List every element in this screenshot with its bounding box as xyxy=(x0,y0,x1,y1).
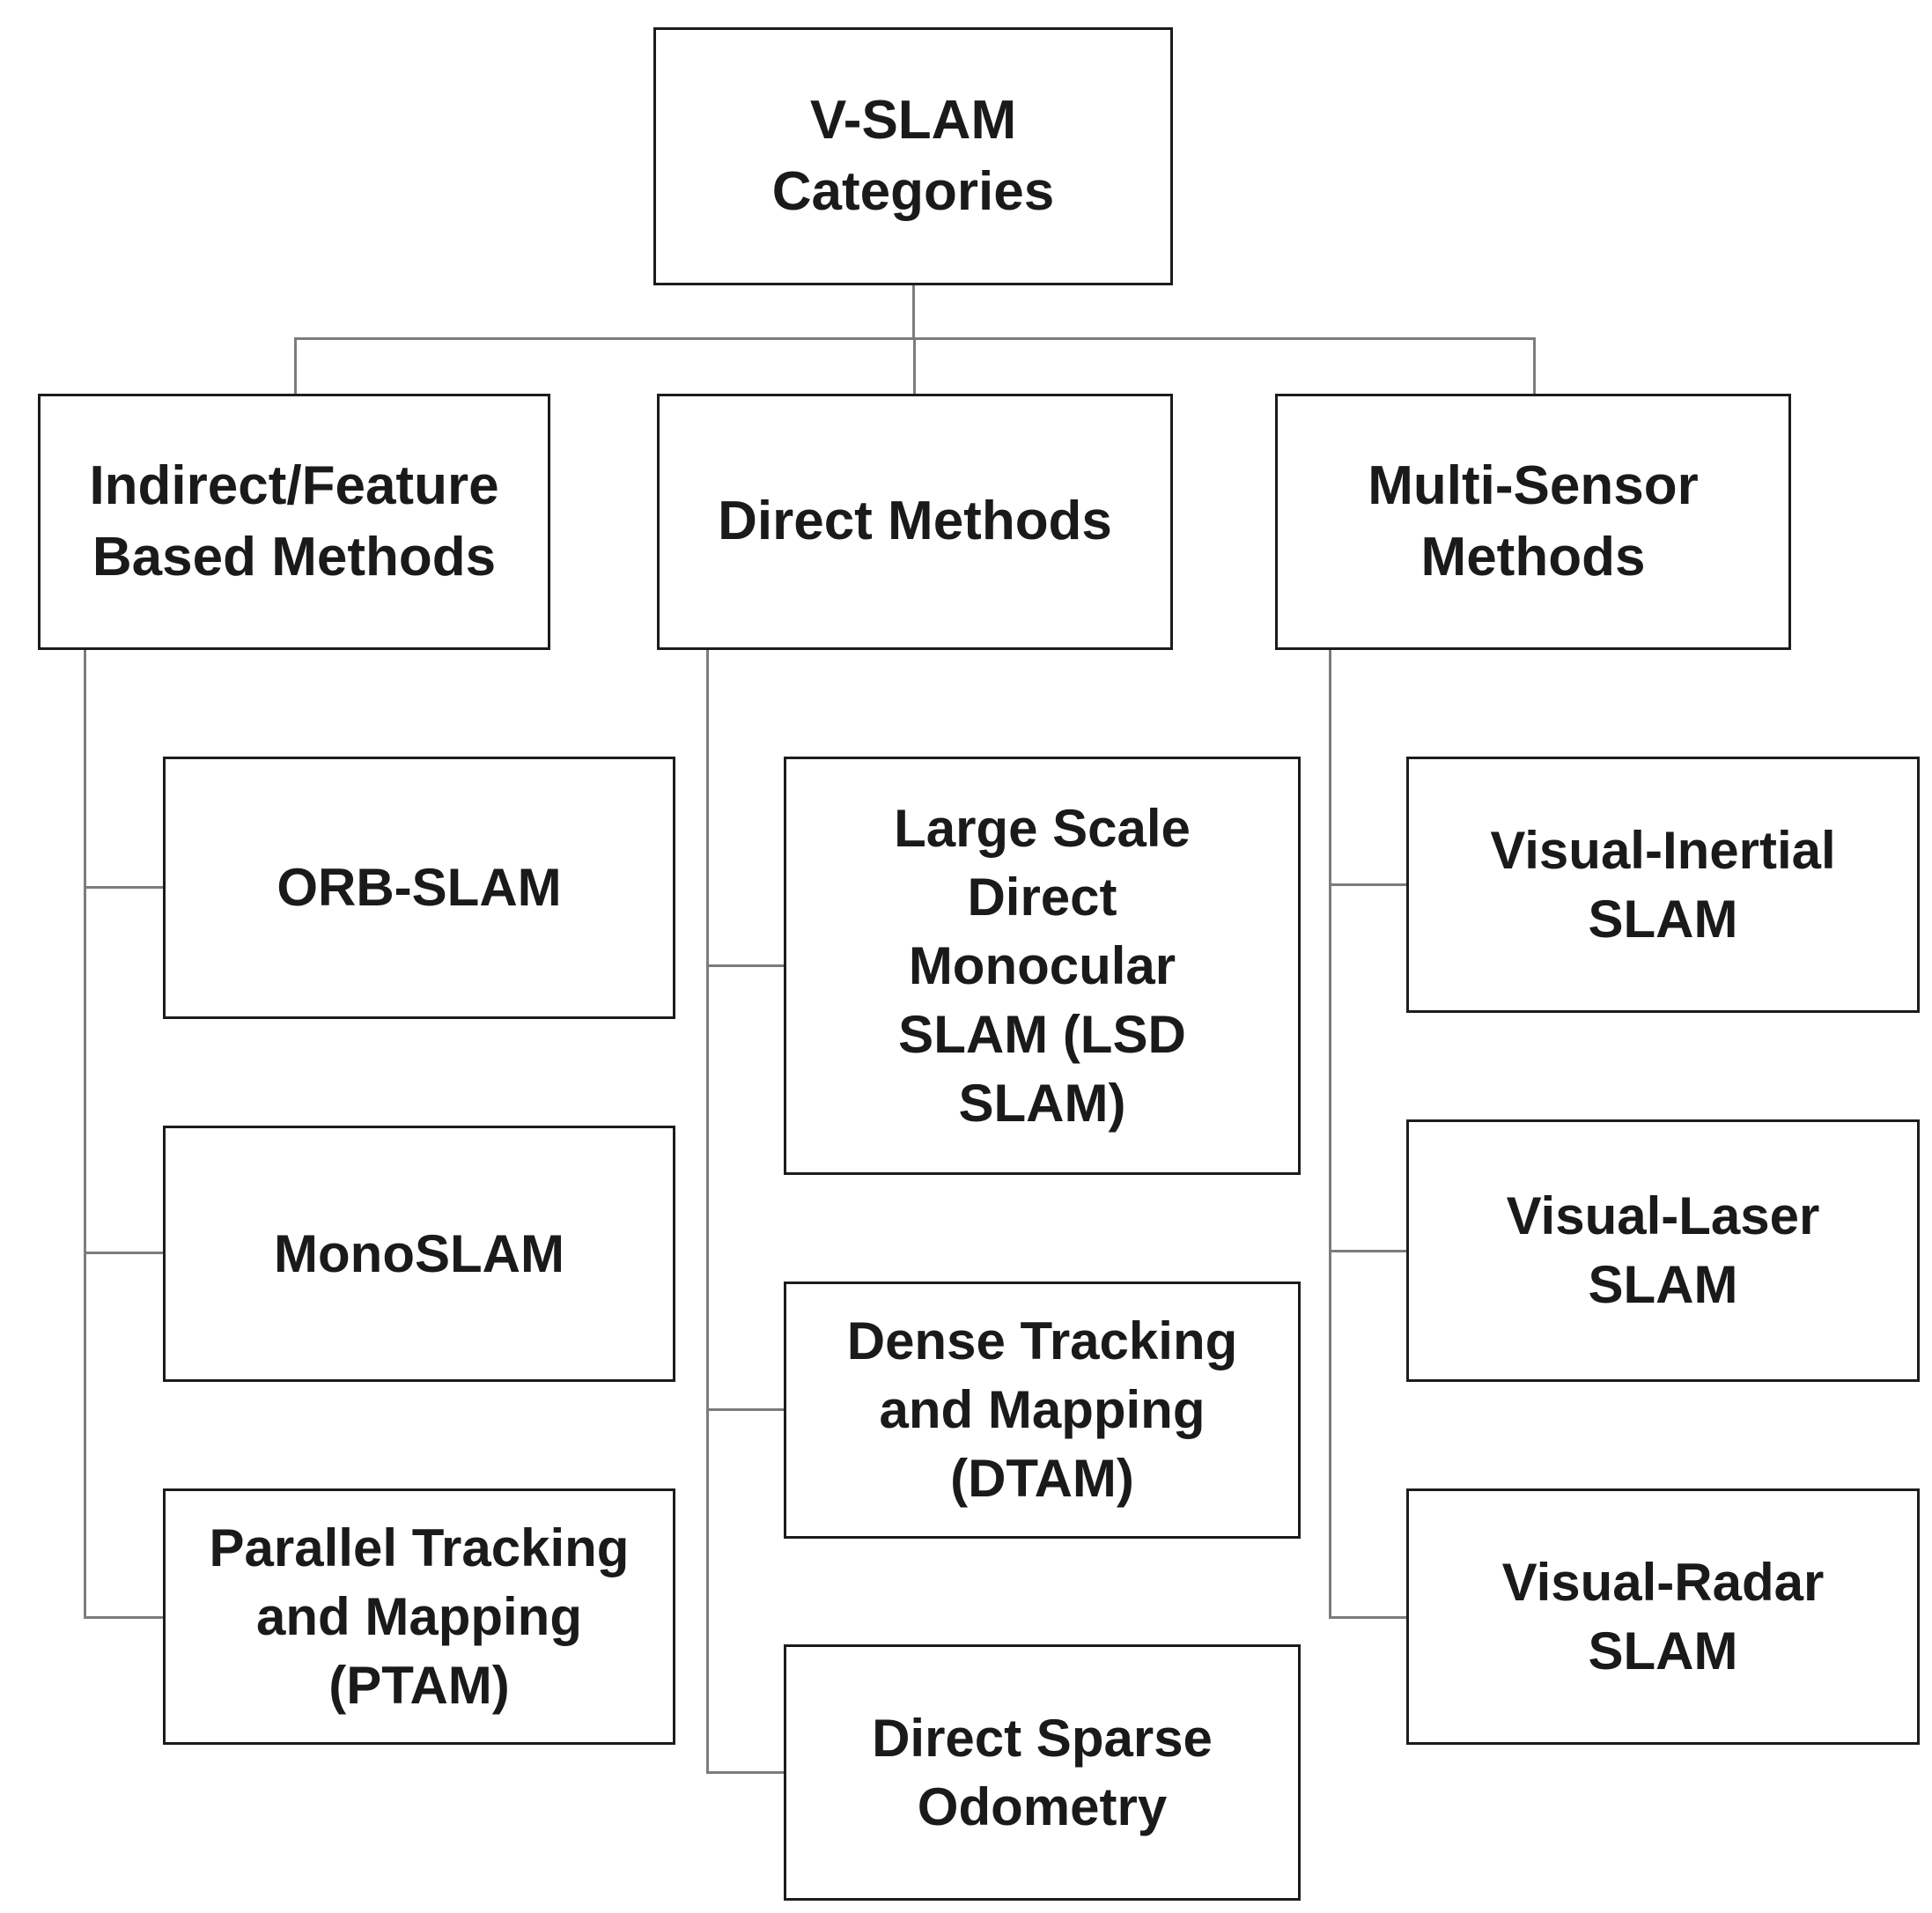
connector-drop-direct xyxy=(913,337,916,394)
node-direct-sparse-odometry: Direct Sparse Odometry xyxy=(784,1644,1301,1901)
node-vslam-categories: V-SLAM Categories xyxy=(653,27,1173,285)
node-dtam: Dense Tracking and Mapping (DTAM) xyxy=(784,1281,1301,1539)
connector-stub-visual-inertial xyxy=(1329,883,1406,886)
connector-spine-indirect xyxy=(84,650,86,1619)
connector-drop-multisensor xyxy=(1533,337,1536,394)
connector-root-down xyxy=(912,285,915,338)
node-visual-laser-slam: Visual-Laser SLAM xyxy=(1406,1119,1920,1382)
node-direct-methods: Direct Methods xyxy=(657,394,1173,650)
node-visual-radar-slam: Visual-Radar SLAM xyxy=(1406,1488,1920,1745)
connector-stub-visual-radar xyxy=(1329,1616,1406,1619)
node-lsd-slam: Large Scale Direct Monocular SLAM (LSD S… xyxy=(784,757,1301,1175)
node-multi-sensor-methods: Multi-Sensor Methods xyxy=(1275,394,1791,650)
connector-spine-multisensor xyxy=(1329,650,1331,1619)
connector-stub-lsdslam xyxy=(706,964,784,967)
node-orb-slam: ORB-SLAM xyxy=(163,757,675,1019)
node-visual-inertial-slam: Visual-Inertial SLAM xyxy=(1406,757,1920,1013)
connector-stub-ptam xyxy=(84,1616,163,1619)
node-indirect-feature-based-methods: Indirect/Feature Based Methods xyxy=(38,394,550,650)
connector-stub-dso xyxy=(706,1771,784,1774)
node-monoslam: MonoSLAM xyxy=(163,1126,675,1382)
node-ptam: Parallel Tracking and Mapping (PTAM) xyxy=(163,1488,675,1745)
connector-stub-visual-laser xyxy=(1329,1250,1406,1252)
connector-drop-indirect xyxy=(294,337,297,394)
connector-stub-orbslam xyxy=(84,886,163,889)
connector-stub-dtam xyxy=(706,1408,784,1411)
connector-spine-direct xyxy=(706,650,709,1774)
connector-stub-monoslam xyxy=(84,1252,163,1254)
